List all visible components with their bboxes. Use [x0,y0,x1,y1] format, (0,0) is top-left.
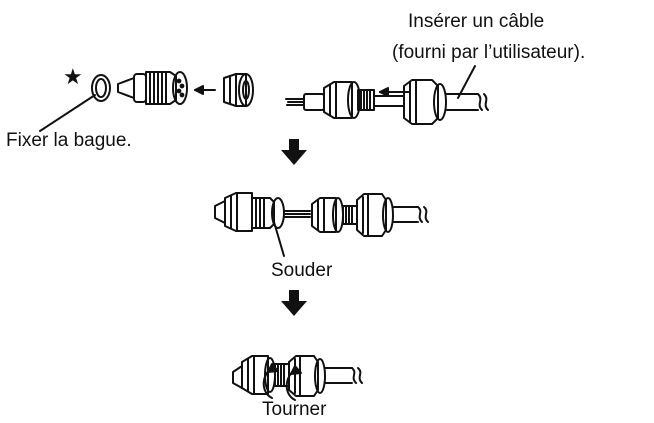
soldered-connector [214,192,311,232]
fix-ring-leader-line [39,94,96,132]
ring-part [91,74,111,102]
insert-cable-leader-line [457,65,476,99]
connector-plug [117,71,188,105]
arrow-down-icon [281,139,307,165]
solder-label: Souder [271,260,333,281]
fix-ring-label: Fixer la bague. [6,130,132,151]
solder-leader-line [273,221,285,257]
assembled-connector [232,355,363,397]
insert-cable-label-line2: (fourni par l’utilisateur). [392,42,586,63]
turn-label: Tourner [262,399,327,420]
arrow-left-icon [194,85,216,95]
star-marker: ★ [63,64,83,89]
soldered-cable-side [311,193,429,237]
insert-cable-label-line1: Insérer un câble [408,11,545,32]
curved-arrow-icon [262,363,302,401]
arrow-down-icon [281,290,307,316]
cable-assembly [285,79,489,125]
coupling-nut-part [223,73,254,107]
